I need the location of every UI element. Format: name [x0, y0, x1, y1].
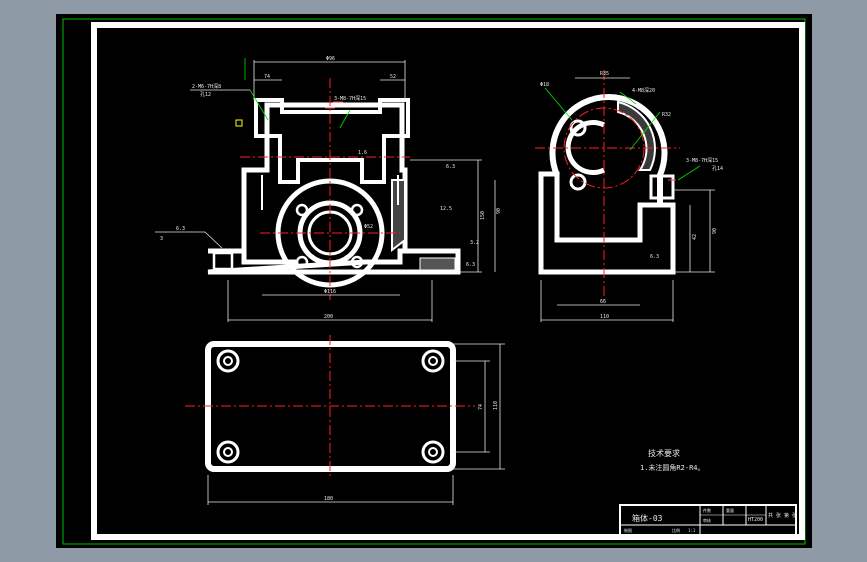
title-weight: 重量 [726, 507, 734, 513]
side-note: 4-M8深20 [632, 87, 655, 94]
title-part-name: 箱体-03 [632, 513, 663, 523]
side-note-right-sub: 孔14 [712, 165, 723, 172]
front-note-tl: 2-M6-7H深8 [192, 83, 221, 90]
title-block-text: 箱体-03 件数 重量 HT200 共 张 第 张 比例 1:1 制图 审核 [624, 507, 797, 533]
front-view-foot-hatch [419, 257, 456, 271]
front-left-note: 6.3 [176, 226, 185, 232]
top-hole-outer [216, 440, 240, 464]
bolt-hole [350, 203, 364, 217]
front-view-top-cap [254, 98, 410, 184]
front-roughness-1: 6.3 [446, 164, 455, 170]
side-dim-bottom-1: 66 [600, 299, 606, 305]
front-view-markers [235, 119, 243, 127]
title-checked-by: 审核 [703, 517, 711, 523]
front-view-centerlines [240, 78, 410, 300]
title-block-frame [619, 504, 797, 536]
front-dim-height-mid: 90 [496, 208, 502, 214]
front-note-side: 3-M8-7H深15 [334, 95, 366, 102]
front-view-dimensions [155, 60, 496, 322]
side-dim-bottom-2: 110 [600, 314, 609, 320]
side-view-hatch-arc [617, 100, 656, 171]
technical-requirements: 技术要求 1.未注圆角R2-R4。 [640, 448, 705, 472]
top-hole-outer [421, 440, 445, 464]
title-drawn-by: 制图 [624, 527, 632, 533]
bolt-hole [295, 255, 309, 269]
front-note-tl-sub: 孔12 [200, 91, 211, 98]
front-view-leaders [244, 58, 351, 129]
side-view-labels: Φ18 R35 4-M8深20 R32 3-M8-7H深15 孔14 42 90… [540, 71, 723, 320]
tech-req-line1: 1.未注圆角R2-R4。 [640, 463, 705, 472]
top-dim-height-1: 74 [478, 404, 484, 410]
side-view-leaders [544, 87, 701, 181]
bolt-hole [295, 203, 309, 217]
title-scale-label: 比例 [672, 527, 680, 533]
side-bolt-hole [569, 173, 587, 191]
top-hole-outer [216, 349, 240, 373]
side-boss [649, 174, 675, 200]
side-dim-circle: R35 [600, 71, 609, 77]
side-view-inner-arc [565, 120, 606, 175]
side-rough: 6.3 [650, 254, 659, 260]
top-view-dimensions [207, 343, 505, 505]
bolt-hole [350, 255, 364, 269]
front-roughness-3: 3.2 [470, 240, 479, 246]
tech-req-title: 技术要求 [648, 448, 680, 458]
side-bolt-hole [569, 119, 587, 137]
side-dim-top: Φ18 [540, 82, 549, 88]
title-material: HT200 [748, 517, 763, 523]
side-dim-right-h: 42 [692, 234, 698, 240]
drawing-canvas [56, 14, 812, 548]
side-note-right: 3-M8-7H深15 [686, 157, 718, 164]
front-roughness-4: 6.3 [466, 262, 475, 268]
front-dim-top: Φ96 [326, 56, 335, 62]
front-roughness-2: 12.5 [440, 206, 452, 212]
top-hole-outer [421, 349, 445, 373]
front-view-body [241, 102, 408, 251]
sheet-border [91, 22, 805, 540]
front-view-labels: Φ96 52 74 2-M6-7H深8 孔12 Φ52 Φ116 200 150… [160, 56, 502, 320]
front-view-tolerance-marks [325, 101, 343, 109]
top-dim-width: 180 [324, 496, 333, 502]
title-sheet: 共 张 第 张 [768, 512, 797, 519]
front-view-base [207, 248, 461, 275]
front-left-dim: 3 [160, 236, 163, 242]
title-qty: 件数 [703, 507, 711, 513]
front-dim-right-top: 52 [390, 74, 396, 80]
side-view-centerlines [535, 70, 680, 300]
top-hole-inner [428, 356, 438, 366]
title-block [619, 504, 797, 536]
side-view-dimensions [540, 77, 715, 322]
top-dim-height-2: 110 [493, 401, 499, 410]
front-roughness-5: 1.6 [358, 150, 367, 156]
side-dim-r: R32 [662, 112, 671, 118]
title-scale: 1:1 [688, 528, 696, 533]
top-view-centerlines [185, 335, 475, 478]
front-dim-left-top: 74 [264, 74, 270, 80]
top-hole-inner [223, 356, 233, 366]
top-view-labels: 74 110 180 [324, 401, 499, 502]
side-dim-right-total: 90 [712, 228, 718, 234]
front-view-cavity [261, 175, 399, 210]
foot-hole [212, 251, 234, 271]
front-dim-bottom-total: 200 [324, 314, 333, 320]
top-hole-inner [428, 447, 438, 457]
top-hole-inner [223, 447, 233, 457]
front-dim-bottom-inner: Φ116 [324, 289, 336, 295]
front-bore-label: Φ52 [364, 224, 373, 230]
front-dim-height: 150 [480, 211, 486, 220]
